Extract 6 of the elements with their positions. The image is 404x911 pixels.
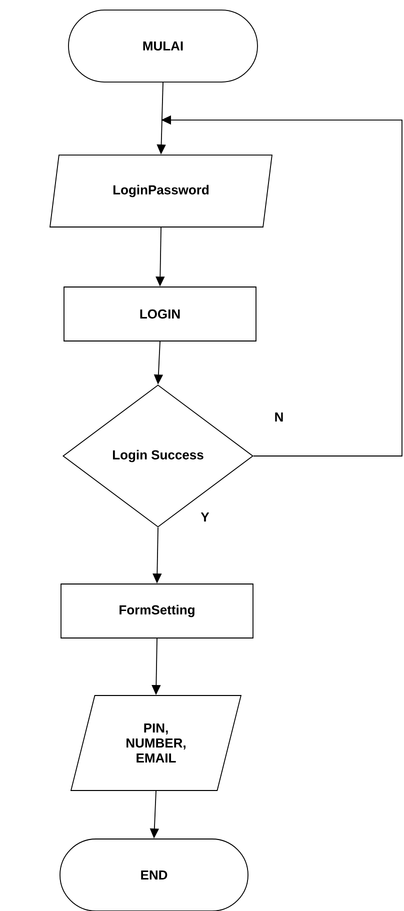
edge-label: Y [200,512,210,522]
start-terminal: MULAI [68,10,258,82]
process-box: FormSetting [60,584,254,638]
end-terminal: END [60,838,248,911]
process-box: LOGIN [64,286,256,342]
edge-label: N [273,412,285,422]
